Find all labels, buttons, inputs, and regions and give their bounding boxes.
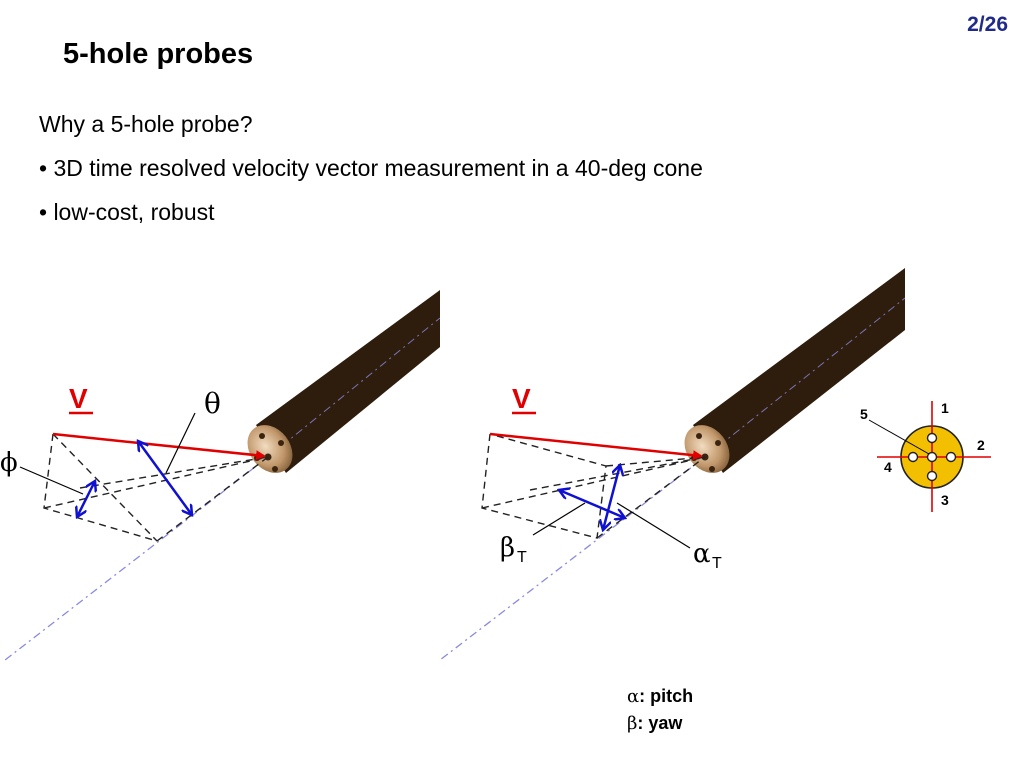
phi-leader — [19, 466, 84, 495]
hole-3 — [926, 470, 938, 482]
bullet-list: Why a 5-hole probe? • 3D time resolved v… — [39, 102, 703, 234]
phi-arrow — [77, 481, 95, 517]
probe-axis-line — [439, 456, 706, 661]
hole-label-3: 3 — [941, 492, 949, 508]
intro-question: Why a 5-hole probe? — [39, 111, 253, 137]
beta-label: β — [500, 533, 515, 563]
bullet-item: • 3D time resolved velocity vector measu… — [39, 155, 703, 181]
alpha-leader — [616, 502, 691, 549]
beta-symbol: β — [627, 713, 638, 734]
hole-label-2: 2 — [977, 437, 985, 453]
legend-item-pitch: α: pitch — [627, 683, 693, 710]
left-probe-figure: V θ ϕ — [0, 290, 441, 661]
bullet-item: • low-cost, robust — [39, 199, 215, 225]
hole-1 — [926, 432, 938, 444]
legend-text: : pitch — [639, 686, 694, 706]
hole-label-1: 1 — [941, 400, 949, 416]
construction-lines — [481, 433, 706, 539]
theta-leader — [165, 412, 196, 474]
angle-legend: α: pitch β: yaw — [627, 683, 693, 737]
probe-body — [684, 268, 906, 473]
hole-label-4: 4 — [884, 459, 892, 475]
hole-label-5: 5 — [860, 406, 868, 422]
legend-text: : yaw — [637, 713, 683, 733]
velocity-label: V — [69, 383, 88, 414]
theta-arrow — [138, 441, 192, 515]
right-probe-figure: V β T α T — [439, 268, 906, 661]
velocity-vector — [489, 432, 703, 461]
velocity-vector — [52, 432, 266, 461]
hole-4 — [907, 451, 919, 463]
page-number: 2/26 — [967, 13, 1008, 36]
alpha-label: α — [693, 539, 711, 569]
phi-label: ϕ — [0, 448, 18, 478]
hole-5-leader — [868, 419, 930, 455]
alpha-subscript: T — [712, 555, 722, 572]
hole-2 — [945, 451, 957, 463]
beta-subscript: T — [517, 549, 527, 566]
probe-axis-line — [4, 456, 269, 661]
construction-lines — [43, 433, 269, 542]
alpha-symbol: α — [627, 686, 640, 707]
hole-5 — [926, 451, 938, 463]
legend-item-yaw: β: yaw — [627, 710, 693, 737]
theta-label: θ — [204, 387, 221, 420]
hole-layout-diagram: 1 2 3 4 5 — [860, 400, 991, 512]
slide-title: 5-hole probes — [63, 38, 254, 70]
velocity-label: V — [512, 383, 531, 414]
beta-arrow — [559, 490, 625, 518]
probe-body — [247, 290, 441, 473]
beta-leader — [532, 502, 586, 536]
